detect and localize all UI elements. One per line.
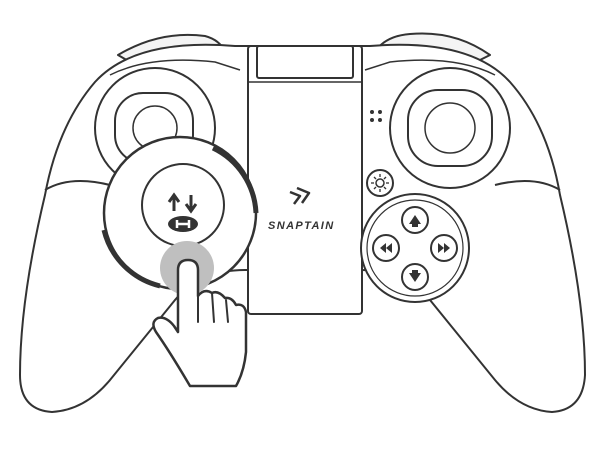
clamp-top-grip (256, 45, 354, 79)
right-arrow (430, 234, 458, 262)
brand-logo: SNAPTAIN (268, 186, 335, 232)
phone-clamp (247, 45, 363, 315)
top-contour (109, 59, 496, 76)
left-arrow (372, 234, 400, 262)
swap-arrows-h-icon (141, 163, 225, 247)
right-grip-line (494, 180, 561, 191)
down-arrow (401, 263, 429, 291)
clamp-panel (247, 45, 363, 315)
action-cluster (360, 193, 470, 303)
snaptain-chevron-logo (289, 186, 311, 205)
left-grip-line (44, 180, 111, 191)
four-dot-button (370, 110, 382, 122)
callout-magnifier (101, 135, 259, 295)
right-joystick (389, 67, 511, 189)
turbo-sun-button (366, 169, 394, 197)
up-arrow (401, 206, 429, 234)
pointing-hand-icon (152, 258, 248, 388)
brand-text: SNAPTAIN (268, 220, 335, 232)
